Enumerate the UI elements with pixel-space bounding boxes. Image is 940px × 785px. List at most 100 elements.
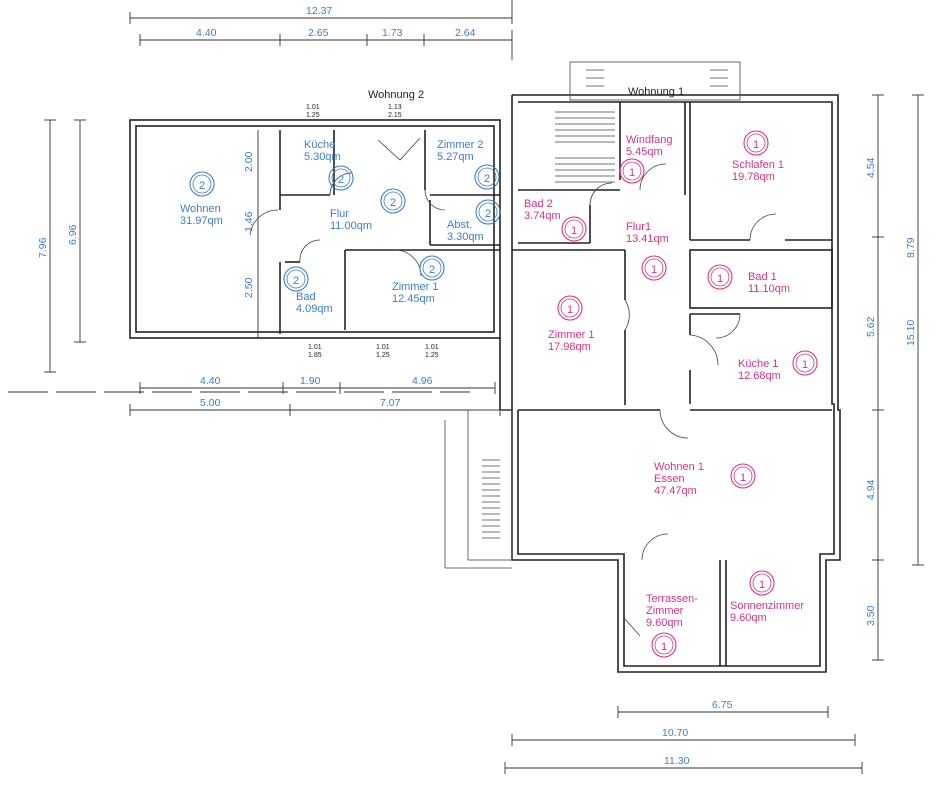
window-labels: 1.01 1.25 1.13 2.15 1.01 1.85 1.01 1.25 … bbox=[306, 104, 439, 359]
svg-text:1.25: 1.25 bbox=[376, 352, 390, 359]
svg-text:8.79: 8.79 bbox=[905, 237, 917, 258]
svg-text:1.01: 1.01 bbox=[306, 104, 320, 111]
unit-marker-zimmer1: 1 bbox=[557, 295, 583, 321]
room-area-bad: 4.09qm bbox=[296, 303, 333, 315]
svg-text:2.00: 2.00 bbox=[243, 151, 255, 172]
svg-text:1.73: 1.73 bbox=[382, 27, 403, 39]
svg-text:1.13: 1.13 bbox=[388, 104, 402, 111]
unit-marker-flur1: 1 bbox=[641, 255, 667, 281]
svg-text:5.00: 5.00 bbox=[200, 397, 221, 409]
unit-marker-zimmer1b: 2 bbox=[419, 255, 445, 281]
dimension-labels: 12.37 4.40 2.65 1.73 2.64 4.40 1.90 4.96… bbox=[37, 5, 917, 767]
unit-marker-windfang: 1 bbox=[619, 158, 645, 184]
svg-text:11.30: 11.30 bbox=[664, 755, 690, 767]
room-name-windfang: Windfang bbox=[626, 134, 672, 146]
unit-marker-number: 1 bbox=[567, 304, 573, 316]
doors bbox=[249, 137, 777, 637]
room-area-bad1: 11.10qm bbox=[748, 283, 790, 295]
room-area-flur1: 13.41qm bbox=[626, 233, 669, 245]
unit-marker-wohnen1: 1 bbox=[730, 463, 756, 489]
unit-marker-number: 2 bbox=[338, 174, 344, 186]
svg-text:1.25: 1.25 bbox=[425, 352, 439, 359]
room-area-kueche: 5.30qm bbox=[304, 151, 341, 163]
room-name-flur: Flur bbox=[330, 208, 349, 220]
unit-marker-bad1: 1 bbox=[707, 264, 733, 290]
svg-text:4.94: 4.94 bbox=[865, 479, 877, 500]
room-area-wohnen1: 47.47qm bbox=[654, 485, 697, 497]
room-name-zimmer1b: Zimmer 1 bbox=[392, 281, 438, 293]
svg-text:1.90: 1.90 bbox=[300, 375, 321, 387]
svg-text:2.64: 2.64 bbox=[455, 27, 476, 39]
svg-text:15.10: 15.10 bbox=[905, 320, 917, 346]
unit-marker-kueche: 2 bbox=[328, 165, 354, 191]
unit-marker-number: 1 bbox=[661, 641, 667, 653]
svg-text:1.01: 1.01 bbox=[376, 344, 390, 351]
svg-text:7.96: 7.96 bbox=[37, 237, 49, 258]
svg-text:6.75: 6.75 bbox=[712, 699, 733, 711]
unit-marker-bad2: 1 bbox=[561, 216, 587, 242]
svg-text:4.40: 4.40 bbox=[200, 375, 221, 387]
unit-marker-number: 1 bbox=[759, 579, 765, 591]
unit-marker-number: 1 bbox=[802, 359, 808, 371]
unit-marker-number: 1 bbox=[571, 225, 577, 237]
svg-text:6.96: 6.96 bbox=[67, 224, 79, 245]
svg-text:1.25: 1.25 bbox=[306, 112, 320, 119]
unit-marker-abst: 2 bbox=[475, 199, 501, 225]
room-area-schlafen1: 19.78qm bbox=[732, 171, 775, 183]
svg-text:5.62: 5.62 bbox=[865, 316, 877, 337]
unit-marker-schlafen1: 1 bbox=[743, 130, 769, 156]
room-name-zimmer1: Zimmer 1 bbox=[548, 329, 594, 341]
room-area-sonnen: 9.60qm bbox=[730, 612, 767, 624]
unit-marker-terrasse: 1 bbox=[651, 632, 677, 658]
room-area-bad2: 3.74qm bbox=[524, 210, 561, 222]
room-area-wohnen: 31.97qm bbox=[180, 215, 223, 227]
unit-marker-number: 1 bbox=[651, 264, 657, 276]
room-name-wohnen: Wohnen bbox=[180, 203, 221, 215]
room-name-abst: Abst. bbox=[447, 219, 472, 231]
svg-text:2.15: 2.15 bbox=[388, 112, 402, 119]
unit-marker-number: 2 bbox=[390, 197, 396, 209]
room-area-zimmer2: 5.27qm bbox=[437, 151, 474, 163]
room-area-flur: 11.00qm bbox=[330, 220, 372, 232]
unit-marker-number: 2 bbox=[293, 275, 299, 287]
unit-marker-wohnen: 2 bbox=[189, 171, 215, 197]
room-area-terrasse: 9.60qm bbox=[646, 617, 683, 629]
unit-marker-number: 1 bbox=[740, 472, 746, 484]
room-name-kueche1: Küche 1 bbox=[738, 358, 778, 370]
room-name-flur1: Flur1 bbox=[626, 221, 651, 233]
dimension-lines bbox=[8, 0, 924, 774]
unit-marker-kueche1: 1 bbox=[792, 350, 818, 376]
unit-marker-number: 2 bbox=[484, 173, 490, 185]
stairs bbox=[482, 69, 728, 539]
title-wohnung1: Wohnung 1 bbox=[628, 86, 684, 98]
room-area-windfang: 5.45qm bbox=[626, 146, 663, 158]
unit-marker-zimmer2: 2 bbox=[474, 164, 500, 190]
room-name-wohnen1: Wohnen 1 bbox=[654, 461, 704, 473]
room-name-schlafen1: Schlafen 1 bbox=[732, 159, 784, 171]
svg-text:3.50: 3.50 bbox=[865, 605, 877, 626]
unit-marker-number: 2 bbox=[199, 180, 205, 192]
room-name-zimmer2: Zimmer 2 bbox=[437, 139, 483, 151]
room-area-zimmer1: 17.98qm bbox=[548, 341, 591, 353]
walls-wohnung1 bbox=[444, 61, 841, 673]
room-name-bad: Bad bbox=[296, 291, 316, 303]
svg-text:2.50: 2.50 bbox=[243, 277, 255, 298]
svg-text:12.37: 12.37 bbox=[306, 5, 332, 17]
unit-marker-flur: 2 bbox=[380, 188, 406, 214]
room-name-sonnen: Sonnenzimmer bbox=[730, 600, 804, 612]
unit-marker-sonnen: 1 bbox=[749, 570, 775, 596]
unit-marker-number: 1 bbox=[753, 139, 759, 151]
unit-marker-bad: 2 bbox=[283, 266, 309, 292]
svg-text:1.85: 1.85 bbox=[308, 352, 322, 359]
room-area-kueche1: 12.68qm bbox=[738, 370, 781, 382]
svg-text:4.96: 4.96 bbox=[412, 375, 433, 387]
title-wohnung2: Wohnung 2 bbox=[368, 89, 424, 101]
svg-text:1.01: 1.01 bbox=[425, 344, 439, 351]
svg-text:7.07: 7.07 bbox=[380, 397, 401, 409]
unit-marker-number: 2 bbox=[429, 264, 435, 276]
room-name2-wohnen1: Essen bbox=[654, 473, 685, 485]
svg-text:2.65: 2.65 bbox=[308, 27, 329, 39]
svg-text:1.01: 1.01 bbox=[308, 344, 322, 351]
